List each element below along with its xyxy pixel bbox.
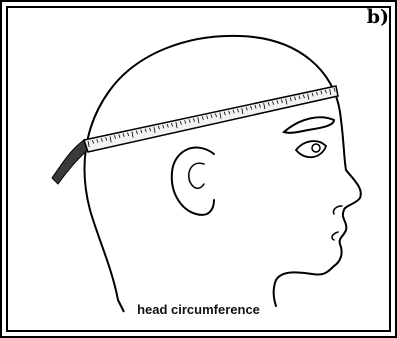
eyebrow: [284, 117, 334, 133]
nostril: [333, 206, 342, 214]
head-outline: [85, 36, 361, 306]
figure-caption: head circumference: [0, 302, 397, 317]
eye: [296, 141, 326, 157]
ear-outline: [172, 148, 214, 215]
ear-inner: [189, 163, 204, 188]
tape-band: [84, 86, 338, 152]
eye-iris: [312, 144, 320, 152]
measuring-tape-icon: [84, 86, 338, 152]
mouth: [332, 232, 338, 240]
